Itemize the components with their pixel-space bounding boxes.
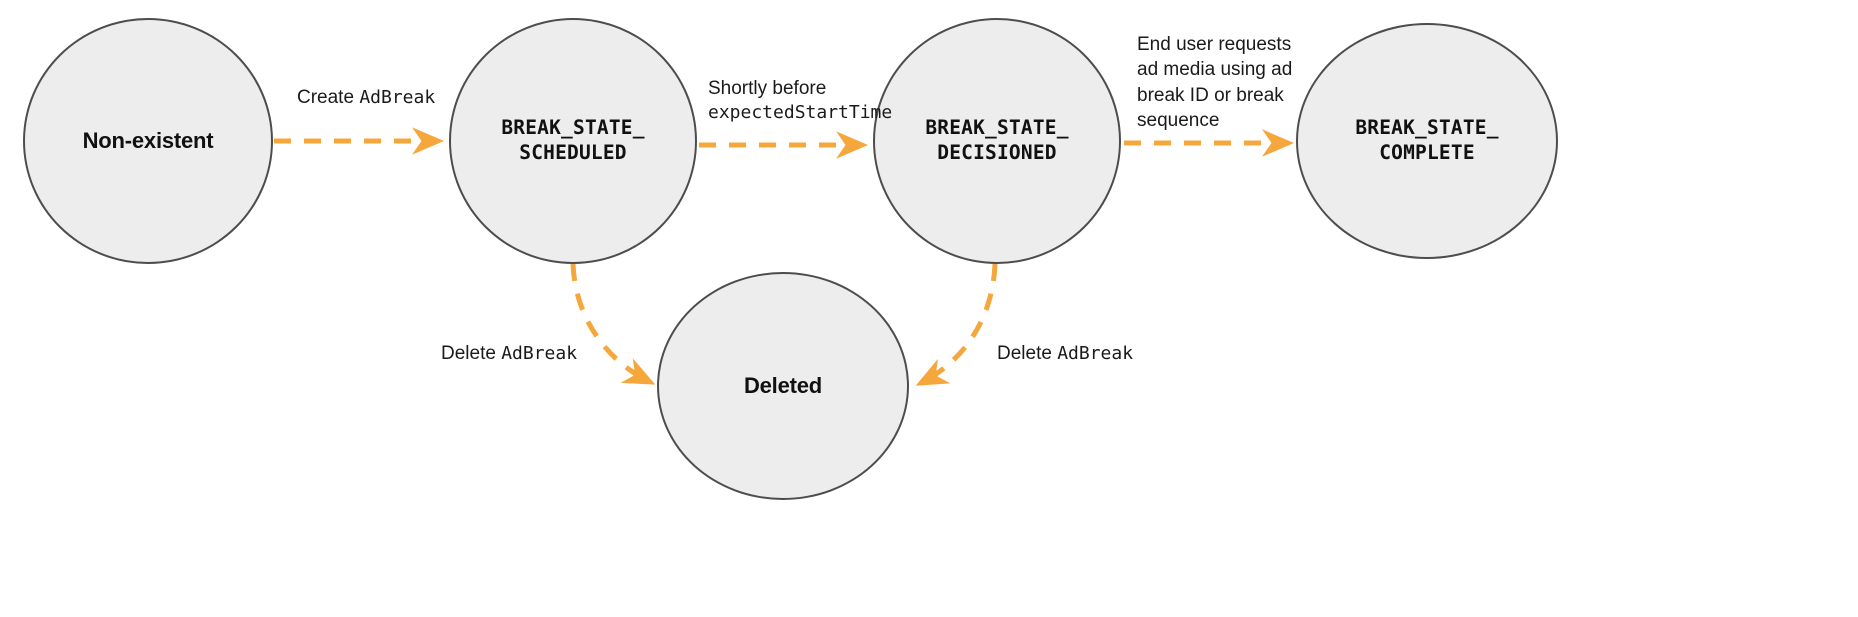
edge-delete-adbreak-from-scheduled	[570, 263, 656, 385]
node-label-break-state-decisioned: BREAK_STATE_ DECISIONED	[925, 116, 1069, 164]
edge-delete-adbreak-from-decisioned	[915, 263, 998, 386]
node-label-break-state-scheduled: BREAK_STATE_ SCHEDULED	[501, 116, 645, 164]
node-break-state-decisioned[interactable]: BREAK_STATE_ DECISIONED	[873, 18, 1121, 264]
node-label-non-existent: Non-existent	[82, 127, 214, 153]
node-non-existent[interactable]: Non-existent	[23, 18, 273, 264]
node-label-break-state-complete: BREAK_STATE_ COMPLETE	[1355, 116, 1499, 164]
node-break-state-scheduled[interactable]: BREAK_STATE_ SCHEDULED	[449, 18, 697, 264]
node-deleted[interactable]: Deleted	[657, 272, 909, 500]
node-label-deleted: Deleted	[743, 372, 823, 398]
node-break-state-complete[interactable]: BREAK_STATE_ COMPLETE	[1296, 23, 1558, 259]
